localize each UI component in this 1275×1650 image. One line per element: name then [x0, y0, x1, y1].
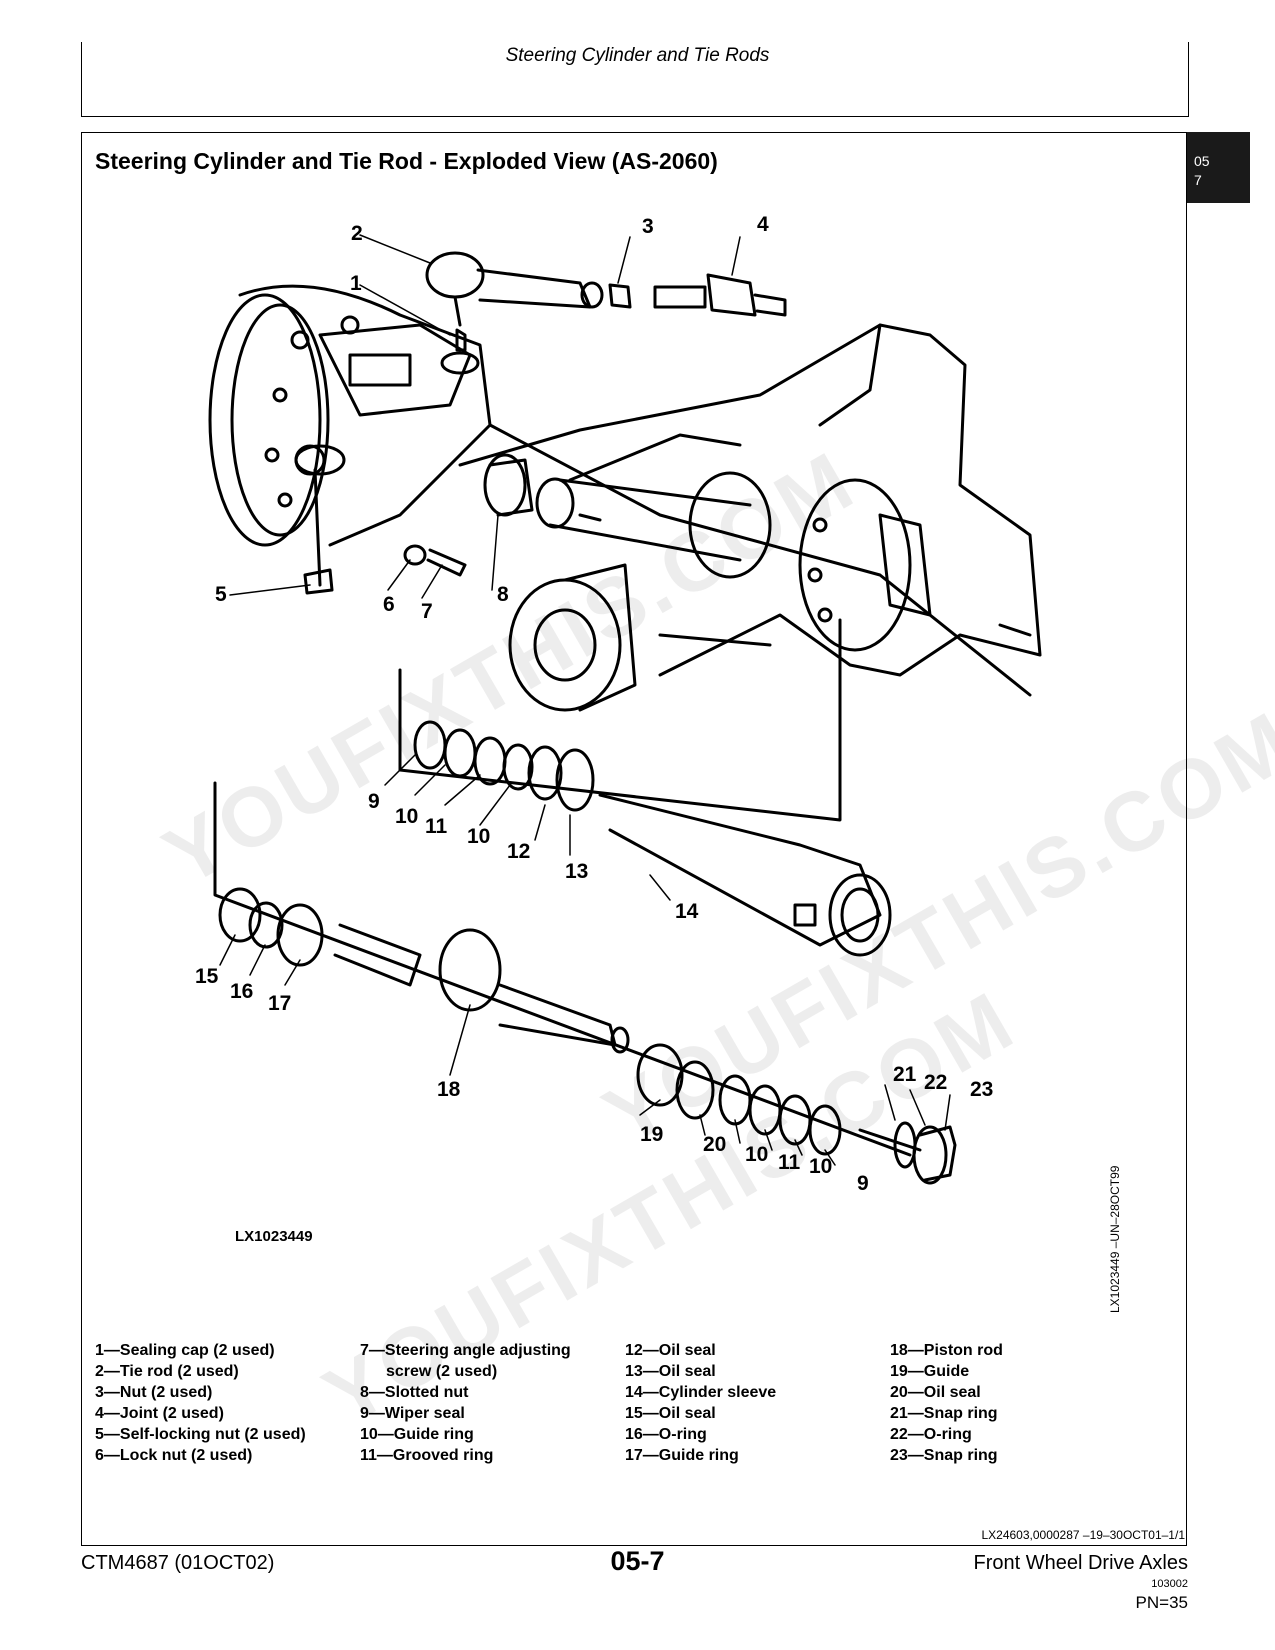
callout-23: 23 [970, 1078, 994, 1101]
legend-item: 16—O-ring [625, 1426, 707, 1443]
content-frame [81, 132, 1187, 1546]
callout-20: 20 [703, 1133, 727, 1156]
legend-item: 2—Tie rod (2 used) [95, 1363, 239, 1380]
callout-11b: 11 [778, 1151, 801, 1174]
section-tab: 05 7 [1187, 132, 1250, 203]
legend-item: 23—Snap ring [890, 1447, 998, 1464]
legend-column-3: 12—Oil seal 13—Oil seal 14—Cylinder slee… [625, 1340, 776, 1466]
legend-item: 4—Joint (2 used) [95, 1405, 224, 1422]
manual-number: CTM4687 (01OCT02) [81, 1552, 275, 1574]
pn-number: PN=35 [1135, 1593, 1188, 1612]
callout-8: 8 [497, 583, 509, 606]
print-code: 103002 [1151, 1578, 1188, 1590]
callout-9b: 9 [857, 1172, 869, 1195]
wheel-hub-assembly [208, 284, 492, 547]
running-title: Steering Cylinder and Tie Rods [505, 45, 770, 66]
legend-column-1: 1—Sealing cap (2 used) 2—Tie rod (2 used… [95, 1340, 306, 1466]
legend-item: 18—Piston rod [890, 1342, 1003, 1359]
legend-item: 8—Slotted nut [360, 1384, 469, 1401]
callout-21: 21 [893, 1063, 917, 1086]
callout-16: 16 [230, 980, 254, 1003]
legend-item: 12—Oil seal [625, 1342, 716, 1359]
legend-item: 5—Self-locking nut (2 used) [95, 1426, 306, 1443]
callout-17: 17 [268, 992, 292, 1015]
callout-10b: 10 [467, 825, 491, 848]
callout-12: 12 [507, 840, 531, 863]
figure-code: LX1023449 [235, 1228, 313, 1245]
callout-11: 11 [425, 815, 448, 838]
legend-item: 11—Grooved ring [360, 1447, 494, 1464]
legend-item: 14—Cylinder sleeve [625, 1384, 777, 1401]
callout-14: 14 [675, 900, 699, 923]
legend-item: 10—Guide ring [360, 1426, 474, 1443]
mounted-cylinder [535, 477, 752, 562]
upper-seal-stack [398, 618, 892, 957]
exploded-view-diagram [208, 234, 1042, 1185]
callout-7: 7 [421, 600, 433, 623]
figure-side-reference: LX1023449 –UN–28OCT99 [1108, 1165, 1122, 1313]
legend-item: 13—Oil seal [625, 1363, 716, 1380]
callout-10c: 10 [745, 1143, 769, 1166]
legend-item: 20—Oil seal [890, 1384, 981, 1401]
document-reference: LX24603,0000287 –19–30OCT01–1/1 [981, 1528, 1185, 1542]
legend-item: 15—Oil seal [625, 1405, 716, 1422]
callout-9: 9 [368, 790, 380, 813]
section-title: Steering Cylinder and Tie Rod - Exploded… [95, 148, 718, 174]
callout-2: 2 [351, 222, 363, 245]
callout-15: 15 [195, 965, 219, 988]
callout-22: 22 [924, 1071, 948, 1094]
callout-3: 3 [642, 215, 654, 238]
callout-1: 1 [350, 272, 362, 295]
callout-5: 5 [215, 583, 227, 606]
callout-10: 10 [395, 805, 419, 828]
legend-item: 7—Steering angle adjusting [360, 1342, 571, 1359]
callout-13: 13 [565, 860, 589, 883]
legend-column-4: 18—Piston rod 19—Guide 20—Oil seal 21—Sn… [890, 1340, 1003, 1466]
legend-item: 19—Guide [890, 1363, 970, 1380]
tie-rod-parts [425, 251, 787, 375]
tab-section-number: 05 [1194, 153, 1210, 169]
callout-18: 18 [437, 1078, 461, 1101]
header-frame [81, 42, 1189, 117]
legend-item: 22—O-ring [890, 1426, 972, 1443]
legend-item: 3—Nut (2 used) [95, 1384, 213, 1401]
legend-item: 1—Sealing cap (2 used) [95, 1342, 275, 1359]
legend-item: 6—Lock nut (2 used) [95, 1447, 253, 1464]
tab-page-number: 7 [1194, 172, 1202, 188]
legend-column-2: 7—Steering angle adjusting screw (2 used… [360, 1340, 571, 1466]
fasteners [303, 453, 534, 595]
callout-10d: 10 [809, 1155, 833, 1178]
callout-6: 6 [383, 593, 395, 616]
legend-item: 21—Snap ring [890, 1405, 998, 1422]
lower-piston-stack [213, 781, 957, 1185]
legend-item: 9—Wiper seal [360, 1405, 465, 1422]
page-number: 05-7 [610, 1546, 665, 1576]
callout-4: 4 [757, 213, 769, 236]
section-name: Front Wheel Drive Axles [973, 1552, 1188, 1574]
callout-19: 19 [640, 1123, 664, 1146]
legend-item-continuation: screw (2 used) [386, 1363, 498, 1380]
legend-item: 17—Guide ring [625, 1447, 739, 1464]
axle-housing [458, 323, 1042, 712]
